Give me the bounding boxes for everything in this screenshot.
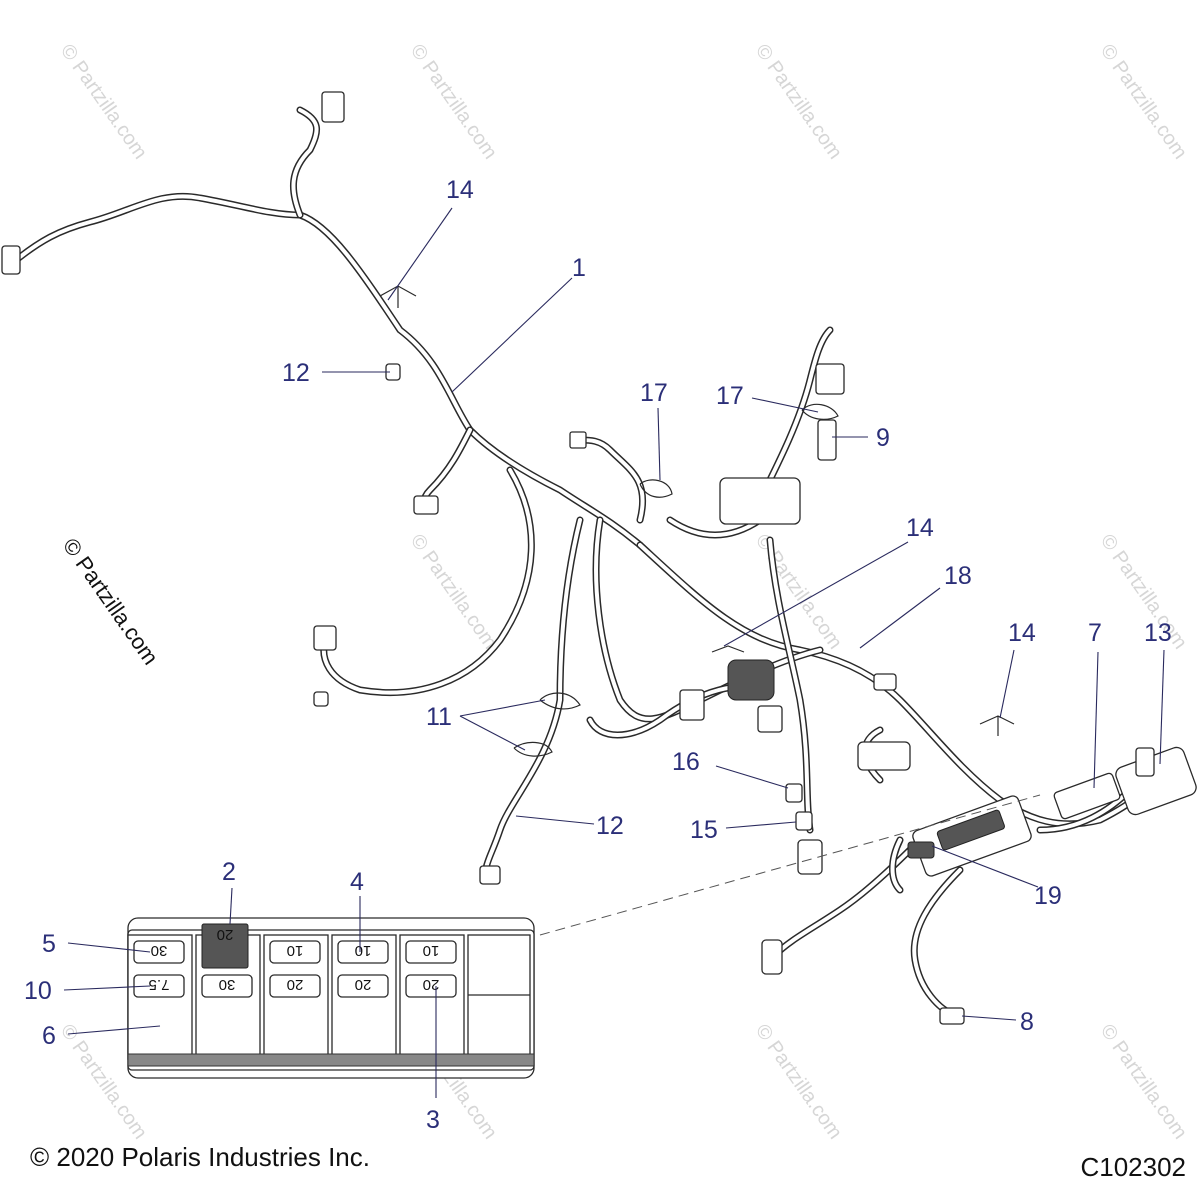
connector-9-bracket	[817, 419, 837, 461]
callout-17-right: 17	[716, 382, 744, 410]
watermark: © Partzilla.com	[406, 40, 501, 163]
watermark-dark: © Partzilla.com	[58, 534, 164, 670]
callout-1: 1	[572, 254, 586, 282]
connector-mid-left	[413, 495, 439, 515]
junction-center	[727, 659, 775, 701]
fuse-value-top-1: 30	[151, 942, 168, 959]
callout-16: 16	[672, 748, 700, 776]
connector-top-right	[815, 363, 845, 395]
fuse-value-bottom-3: 20	[287, 976, 304, 993]
tie-17-right	[801, 403, 839, 420]
part-14-clip-right	[979, 715, 1015, 736]
watermark: © Partzilla.com	[1096, 1020, 1191, 1143]
tie-17-left	[639, 479, 673, 498]
fuse-value-bottom-1: 7.5	[149, 976, 170, 993]
part-7-fuse-block	[1053, 772, 1121, 820]
watermark: © Partzilla.com	[751, 530, 846, 653]
tie-11-lower	[513, 741, 553, 757]
callout-8: 8	[1020, 1008, 1034, 1036]
connector-block-left	[857, 741, 911, 771]
fuse-value-bottom-5: 20	[423, 976, 440, 993]
callout-14-upper: 14	[446, 176, 474, 204]
copyright-notice: © 2020 Polaris Industries Inc.	[30, 1142, 370, 1172]
connector-top-mid	[569, 431, 587, 449]
fuse-value-top-4: 10	[355, 942, 372, 959]
fuse-value-top-5: 10	[423, 942, 440, 959]
part-8-connector	[939, 1007, 965, 1025]
connector-center-lower	[757, 705, 783, 733]
connector-left-end	[1, 245, 21, 275]
callout-12-upper: 12	[282, 359, 310, 387]
callout-14-right: 14	[1008, 619, 1036, 647]
part-15-connector	[795, 811, 813, 831]
connector-loop-end	[313, 625, 337, 651]
drawing-number: C102302	[1080, 1152, 1186, 1182]
leader-lines	[63, 207, 1165, 1098]
part-16-connector	[785, 783, 803, 803]
detail-link-line	[539, 794, 1041, 936]
components	[1, 91, 1197, 1025]
callout-10: 10	[24, 977, 52, 1005]
connector-18	[873, 673, 897, 691]
callout-17-left: 17	[640, 379, 668, 407]
fuse-top-row: 30 20 10 10 10	[133, 923, 457, 969]
part-13-box-cover	[1115, 746, 1197, 816]
fuse-value-top-3: 10	[287, 942, 304, 959]
callout-3: 3	[426, 1106, 440, 1134]
watermark: © Partzilla.com	[751, 1020, 846, 1143]
callout-7: 7	[1088, 619, 1102, 647]
part-14-clip-center	[711, 645, 745, 653]
callout-2: 2	[222, 858, 236, 886]
fuse-bottom-row: 7.5 30 20 20 20	[133, 974, 457, 998]
callout-12-lower: 12	[596, 812, 624, 840]
watermark: © Partzilla.com	[406, 530, 501, 653]
connector-top	[321, 91, 345, 123]
relay-block-upper	[719, 477, 801, 525]
tie-11-upper	[539, 692, 581, 710]
fuse-box-detail: 30 20 10 10 10 7.5 30 20 20 20	[127, 917, 535, 1079]
connector-small-left	[313, 691, 329, 707]
callout-15: 15	[690, 816, 718, 844]
watermark: © Partzilla.com	[751, 40, 846, 163]
connector-right-end	[1135, 747, 1155, 777]
connector-19	[907, 841, 935, 859]
callout-5: 5	[42, 930, 56, 958]
fuse-value-bottom-2: 30	[219, 976, 236, 993]
fuse-box-bottom-band	[127, 1053, 535, 1067]
fuse-value-top-2: 20	[217, 926, 234, 943]
connector-lower-left	[479, 865, 501, 885]
watermark: © Partzilla.com	[56, 40, 151, 163]
connector-vertical-lower	[797, 839, 823, 875]
connector-lower-right	[761, 939, 783, 975]
callout-4: 4	[350, 868, 364, 896]
callout-9: 9	[876, 424, 890, 452]
callout-11: 11	[426, 703, 452, 731]
fuse-box-fuses	[936, 809, 1005, 851]
callout-18: 18	[944, 562, 972, 590]
main-harness	[6, 106, 1174, 1019]
watermark: © Partzilla.com	[1096, 40, 1191, 163]
callout-19: 19	[1034, 882, 1062, 910]
callouts: 1 2 3 4 5 6 7 8 9 10 11 12 12 13 14 14 1…	[24, 176, 1172, 1134]
callout-13: 13	[1144, 619, 1172, 647]
connector-center-left	[679, 689, 705, 721]
callout-14-center: 14	[906, 514, 934, 542]
fuse-value-bottom-4: 20	[355, 976, 372, 993]
callout-6: 6	[42, 1022, 56, 1050]
